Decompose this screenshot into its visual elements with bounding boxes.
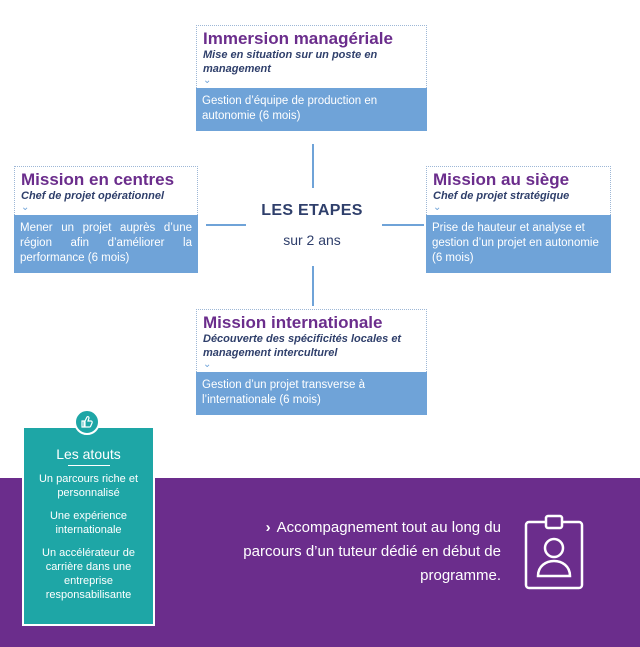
- chevron-down-icon: ⌄: [203, 75, 212, 86]
- connector-left: [206, 224, 246, 226]
- accompagnement-label: Accompagnement tout au long du parcours …: [243, 519, 501, 584]
- accompagnement-text: ›Accompagnement tout au long du parcours…: [205, 516, 501, 588]
- id-badge-icon: [524, 514, 584, 590]
- connector-bottom: [312, 266, 314, 306]
- card-immersion: Immersion managériale Mise en situation …: [196, 25, 427, 131]
- card-subtitle: Chef de projet opérationnel: [21, 190, 165, 202]
- card-header: Mission internationale Découverte des sp…: [196, 309, 427, 372]
- card-body: Prise de hauteur et analyse et gestion d…: [426, 215, 611, 273]
- thumbs-up-icon: [74, 409, 100, 435]
- card-title: Mission au siège: [433, 170, 570, 189]
- card-mission-siege: Mission au siège Chef de projet stratégi…: [426, 166, 611, 273]
- divider: [67, 465, 110, 466]
- atout-item: Une expérience internationale: [49, 510, 128, 536]
- card-header: Mission au siège Chef de projet stratégi…: [426, 166, 611, 215]
- atout-item: Un accélérateur de carrière dans une ent…: [42, 547, 135, 601]
- card-header: Immersion managériale Mise en situation …: [196, 25, 427, 88]
- card-title: Mission internationale: [203, 313, 383, 332]
- center-subtitle: sur 2 ans: [283, 232, 341, 248]
- chevron-right-icon: ›: [265, 519, 271, 536]
- chevron-down-icon: ⌄: [203, 359, 212, 370]
- atouts-box: Les atouts Un parcours riche et personna…: [22, 426, 155, 626]
- atouts-title: Les atouts: [56, 446, 121, 462]
- card-body: Gestion d’équipe de production en autono…: [196, 88, 427, 131]
- card-title: Mission en centres: [21, 170, 175, 189]
- card-mission-internationale: Mission internationale Découverte des sp…: [196, 309, 427, 415]
- connector-right: [382, 224, 424, 226]
- card-header: Mission en centres Chef de projet opérat…: [14, 166, 198, 215]
- card-subtitle: Mise en situation sur un poste en manage…: [203, 49, 378, 75]
- chevron-down-icon: ⌄: [433, 202, 442, 213]
- card-title: Immersion managériale: [203, 29, 393, 48]
- atout-item: Un parcours riche et personnalisé: [38, 473, 139, 499]
- card-subtitle: Chef de projet stratégique: [433, 190, 570, 202]
- card-mission-centres: Mission en centres Chef de projet opérat…: [14, 166, 198, 273]
- card-body: Mener un projet auprès d’une région afin…: [14, 215, 198, 273]
- card-body: Gestion d’un projet transverse à l’inter…: [196, 372, 427, 415]
- center-title: LES ETAPES: [261, 202, 363, 219]
- chevron-down-icon: ⌄: [21, 202, 30, 213]
- card-subtitle: Découverte des spécificités locales et m…: [203, 333, 402, 359]
- connector-top: [312, 144, 314, 188]
